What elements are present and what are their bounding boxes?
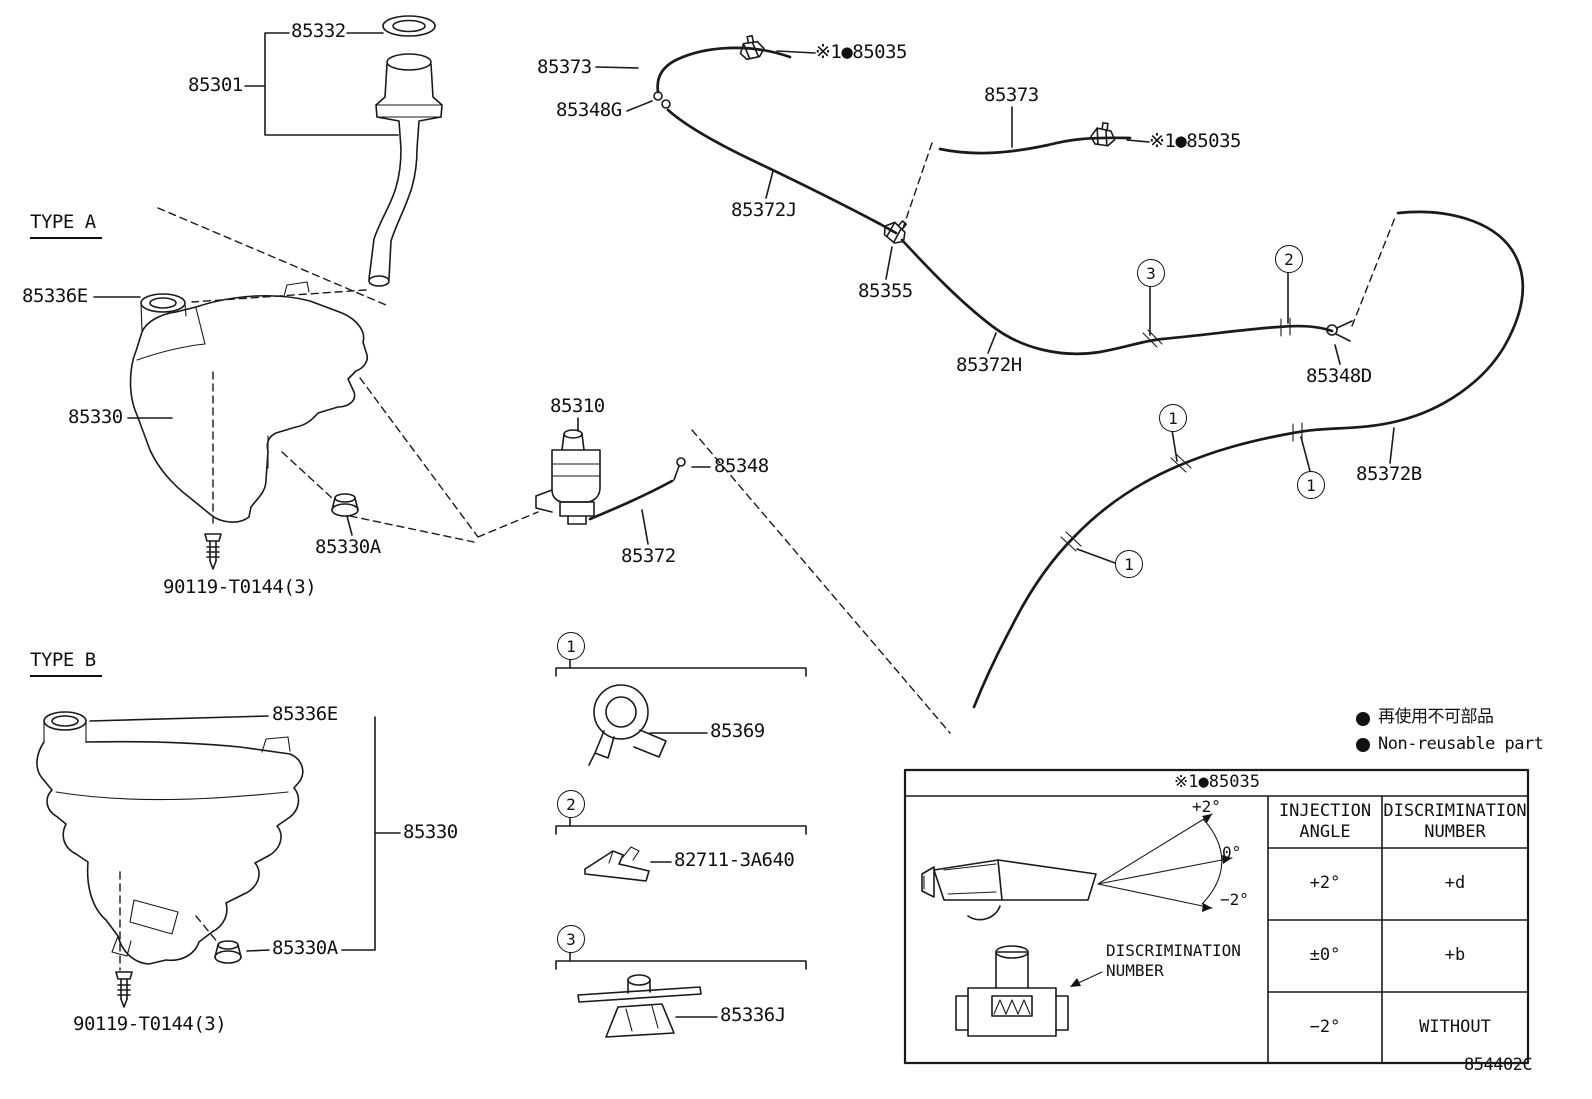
table-header-number: DISCRIMINATION NUMBER: [1383, 800, 1527, 842]
dashed-lines: [119, 142, 1397, 971]
part-label-85369: 85369: [710, 720, 765, 742]
table-frame: [903, 768, 1530, 1065]
callout-leaders: [555, 270, 1311, 970]
callout-1-legend: 1: [557, 632, 585, 660]
part-label-85373-left: 85373: [537, 56, 592, 78]
callout-3-hose: 3: [1137, 259, 1165, 287]
part-label-85372H: 85372H: [956, 354, 1022, 376]
part-label-90119-b: 90119-T0144(3): [73, 1013, 227, 1035]
clip-82711-drawing: [584, 846, 650, 882]
type-a-heading: TYPE A: [30, 211, 102, 239]
table-row1-angle: +2°: [1309, 873, 1341, 894]
table-row1-number: +d: [1444, 873, 1466, 894]
joint-85348D-drawing: [1326, 320, 1353, 342]
hose-85373-left: [656, 46, 792, 94]
callout-1-hose-a: 1: [1159, 404, 1187, 432]
part-label-85336E-a: 85336E: [22, 285, 88, 307]
grommet-85330A-b: [214, 940, 242, 964]
grommet-85330A-a: [331, 493, 359, 517]
part-label-85348D: 85348D: [1306, 365, 1372, 387]
hose-85372H: [900, 238, 1334, 356]
hose-85372J: [666, 108, 898, 235]
callout-1-hose-c: 1: [1115, 550, 1143, 578]
angle-annotation-plus2: +2°: [1192, 797, 1221, 816]
part-label-85330-b: 85330: [403, 821, 458, 843]
callout-1-hose-b: 1: [1297, 471, 1325, 499]
part-label-85035-right: ※1●85035: [1149, 130, 1242, 152]
hose-clip-marks: [1060, 317, 1303, 552]
table-row3-number: WITHOUT: [1419, 1016, 1491, 1037]
washer-pump-85310-drawing: [535, 429, 601, 525]
part-label-85330A-a: 85330A: [315, 536, 381, 558]
table-row2-number: +b: [1444, 945, 1466, 966]
hoses: [588, 46, 1524, 709]
screw-90119-a: [204, 533, 222, 570]
callout-3-legend: 3: [557, 925, 585, 953]
legend-non-reusable-jp: 再使用不可部品: [1378, 707, 1494, 727]
part-label-85330A-b: 85330A: [272, 937, 338, 959]
reservoir-type-b-drawing: [36, 711, 304, 965]
clip-85369-drawing: [588, 684, 667, 766]
hose-85373-right: [938, 136, 1132, 155]
part-label-82711: 82711-3A640: [674, 849, 795, 871]
joint-85348G-drawing: [653, 91, 671, 109]
nozzle-85348-drawing: [673, 457, 686, 481]
leader-lines: [89, 32, 1395, 1018]
angle-annotation-zero: 0°: [1222, 843, 1242, 862]
part-label-85336J: 85336J: [720, 1004, 786, 1026]
part-label-85330-a: 85330: [68, 406, 123, 428]
hose-85372: [588, 479, 674, 521]
legend-non-reusable-en: Non-reusable part: [1378, 734, 1544, 754]
screw-90119-b: [115, 971, 133, 1008]
table-row2-angle: ±0°: [1309, 945, 1341, 966]
part-label-85372J: 85372J: [731, 199, 797, 221]
part-label-85301: 85301: [188, 74, 243, 96]
part-label-85336E-b: 85336E: [272, 703, 338, 725]
clamp-85035-right: [1089, 120, 1118, 148]
table-header-angle: INJECTION ANGLE: [1278, 800, 1372, 842]
part-label-85310: 85310: [550, 395, 605, 417]
part-label-85348: 85348: [714, 455, 769, 477]
part-label-85035-left: ※1●85035: [815, 41, 908, 63]
part-label-85372B: 85372B: [1356, 463, 1422, 485]
joint-85355-drawing: [879, 213, 914, 248]
hose-85372B: [972, 210, 1524, 709]
clip-85336j-drawing: [577, 974, 702, 1038]
reservoir-type-a-drawing: [129, 281, 369, 523]
part-label-85355: 85355: [858, 280, 913, 302]
drawing-code: 854402C: [1464, 1055, 1533, 1075]
callout-2-hose: 2: [1275, 245, 1303, 273]
part-label-85372: 85372: [621, 545, 676, 567]
non-reusable-dot-icons: [1356, 712, 1370, 752]
filler-neck-85301-drawing: [368, 53, 443, 287]
angle-annotation-minus2: −2°: [1220, 890, 1249, 909]
part-label-85373-right: 85373: [984, 84, 1039, 106]
callout-2-legend: 2: [557, 790, 585, 818]
table-row3-angle: −2°: [1309, 1016, 1341, 1037]
part-label-85348G: 85348G: [556, 99, 622, 121]
part-label-85332: 85332: [291, 20, 346, 42]
table-title: ※1●85035: [1174, 772, 1260, 793]
nozzle-angle-diagram: [921, 813, 1233, 1037]
cap-85332-drawing: [382, 15, 436, 37]
part-label-90119-a: 90119-T0144(3): [163, 576, 317, 598]
discrimination-number-annotation: DISCRIMINATION NUMBER: [1106, 941, 1241, 980]
type-b-heading: TYPE B: [30, 649, 102, 677]
